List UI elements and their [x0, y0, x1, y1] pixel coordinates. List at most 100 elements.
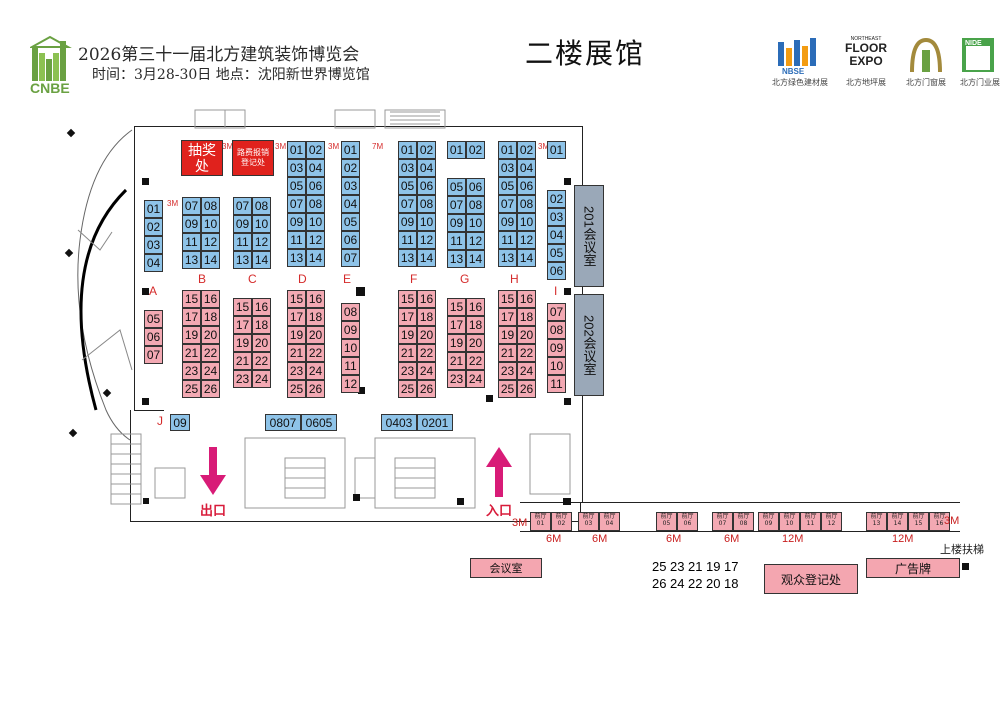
booth-b-10[interactable]: 10: [201, 215, 220, 233]
booth-i-01[interactable]: 01: [547, 141, 566, 159]
booth-h-20[interactable]: 20: [517, 326, 536, 344]
booth-g-02[interactable]: 02: [466, 141, 485, 159]
booth-g-13[interactable]: 13: [447, 250, 466, 268]
booth-c-13[interactable]: 13: [233, 251, 252, 269]
booth-j-0605[interactable]: 0605: [301, 414, 337, 431]
booth-c-24[interactable]: 24: [252, 370, 271, 388]
booth-j-09[interactable]: 09: [170, 414, 190, 431]
booth-e-06[interactable]: 06: [341, 231, 360, 249]
booth-g-15[interactable]: 15: [447, 298, 466, 316]
meeting-room-201[interactable]: 201会议室: [574, 185, 604, 287]
booth-c-20[interactable]: 20: [252, 334, 271, 352]
booth-f-08[interactable]: 08: [417, 195, 436, 213]
booth-e-10[interactable]: 10: [341, 339, 360, 357]
booth-c-17[interactable]: 17: [233, 316, 252, 334]
booth-d-08[interactable]: 08: [306, 195, 325, 213]
booth-i-09[interactable]: 09: [547, 339, 566, 357]
booth-c-22[interactable]: 22: [252, 352, 271, 370]
booth-g-05[interactable]: 05: [447, 178, 466, 196]
booth-h-08[interactable]: 08: [517, 195, 536, 213]
booth-c-19[interactable]: 19: [233, 334, 252, 352]
booth-b-08[interactable]: 08: [201, 197, 220, 215]
booth-h-09[interactable]: 09: [498, 213, 517, 231]
ad-board[interactable]: 广告牌: [866, 558, 960, 578]
bottom-booth-18[interactable]: 18: [724, 576, 739, 591]
booth-h-05[interactable]: 05: [498, 177, 517, 195]
booth-i-02[interactable]: 02: [547, 190, 566, 208]
booth-d-23[interactable]: 23: [287, 362, 306, 380]
booth-a-06[interactable]: 06: [144, 328, 163, 346]
booth-h-16[interactable]: 16: [517, 290, 536, 308]
visitor-registration-booth[interactable]: 观众登记处: [764, 564, 858, 594]
booth-f-24[interactable]: 24: [417, 362, 436, 380]
booth-d-26[interactable]: 26: [306, 380, 325, 398]
booth-g-18[interactable]: 18: [466, 316, 485, 334]
bottom-booth-22[interactable]: 22: [688, 576, 703, 591]
booth-d-16[interactable]: 16: [306, 290, 325, 308]
booth-j-0807[interactable]: 0807: [265, 414, 301, 431]
booth-g-12[interactable]: 12: [466, 232, 485, 250]
booth-h-15[interactable]: 15: [498, 290, 517, 308]
booth-g-23[interactable]: 23: [447, 370, 466, 388]
booth-b-26[interactable]: 26: [201, 380, 220, 398]
booth-f-16[interactable]: 16: [417, 290, 436, 308]
booth-b-18[interactable]: 18: [201, 308, 220, 326]
booth-d-10[interactable]: 10: [306, 213, 325, 231]
booth-f-06[interactable]: 06: [417, 177, 436, 195]
booth-c-09[interactable]: 09: [233, 215, 252, 233]
booth-f-09[interactable]: 09: [398, 213, 417, 231]
booth-b-16[interactable]: 16: [201, 290, 220, 308]
booth-f-26[interactable]: 26: [417, 380, 436, 398]
booth-f-14[interactable]: 14: [417, 249, 436, 267]
booth-f-15[interactable]: 15: [398, 290, 417, 308]
booth-d-04[interactable]: 04: [306, 159, 325, 177]
booth-c-23[interactable]: 23: [233, 370, 252, 388]
booth-i-05[interactable]: 05: [547, 244, 566, 262]
meeting-room-202[interactable]: 202会议室: [574, 294, 604, 396]
booth-h-03[interactable]: 03: [498, 159, 517, 177]
booth-e-09[interactable]: 09: [341, 321, 360, 339]
booth-c-14[interactable]: 14: [252, 251, 271, 269]
bottom-booth-26[interactable]: 26: [652, 576, 667, 591]
booth-d-11[interactable]: 11: [287, 231, 306, 249]
booth-j-0403[interactable]: 0403: [381, 414, 417, 431]
booth-c-12[interactable]: 12: [252, 233, 271, 251]
booth-b-15[interactable]: 15: [182, 290, 201, 308]
booth-f-18[interactable]: 18: [417, 308, 436, 326]
booth-h-01[interactable]: 01: [498, 141, 517, 159]
booth-h-14[interactable]: 14: [517, 249, 536, 267]
lottery-booth[interactable]: 抽奖处: [181, 140, 223, 176]
meeting-room-booth[interactable]: 会议室: [470, 558, 542, 578]
booth-d-06[interactable]: 06: [306, 177, 325, 195]
booth-d-07[interactable]: 07: [287, 195, 306, 213]
booth-f-13[interactable]: 13: [398, 249, 417, 267]
booth-b-09[interactable]: 09: [182, 215, 201, 233]
bottom-booth-20[interactable]: 20: [706, 576, 721, 591]
booth-f-17[interactable]: 17: [398, 308, 417, 326]
booth-c-07[interactable]: 07: [233, 197, 252, 215]
booth-i-11[interactable]: 11: [547, 375, 566, 393]
booth-a-04[interactable]: 04: [144, 254, 163, 272]
booth-d-05[interactable]: 05: [287, 177, 306, 195]
booth-h-23[interactable]: 23: [498, 362, 517, 380]
booth-d-15[interactable]: 15: [287, 290, 306, 308]
booth-h-18[interactable]: 18: [517, 308, 536, 326]
booth-f-10[interactable]: 10: [417, 213, 436, 231]
booth-b-07[interactable]: 07: [182, 197, 201, 215]
booth-g-16[interactable]: 16: [466, 298, 485, 316]
booth-b-24[interactable]: 24: [201, 362, 220, 380]
booth-c-08[interactable]: 08: [252, 197, 271, 215]
booth-d-25[interactable]: 25: [287, 380, 306, 398]
booth-b-25[interactable]: 25: [182, 380, 201, 398]
booth-d-02[interactable]: 02: [306, 141, 325, 159]
booth-f-23[interactable]: 23: [398, 362, 417, 380]
booth-e-12[interactable]: 12: [341, 375, 360, 393]
booth-c-11[interactable]: 11: [233, 233, 252, 251]
